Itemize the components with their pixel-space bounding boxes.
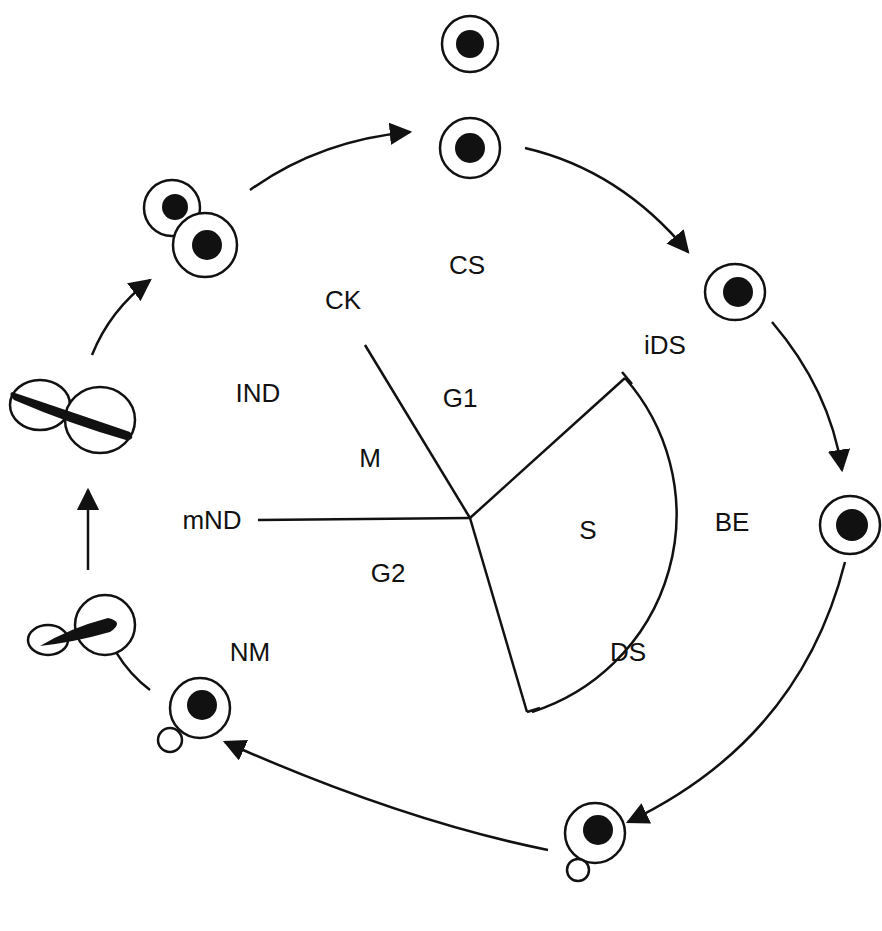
phase-label: CK: [325, 287, 361, 313]
phase-label: iDS: [644, 332, 686, 358]
phase-label: IND: [236, 380, 281, 406]
phase-label: mND: [182, 507, 241, 533]
phase-label: S: [579, 517, 596, 543]
phase-label: G2: [371, 560, 406, 586]
phase-label: DS: [610, 639, 646, 665]
phase-label: NM: [230, 639, 270, 665]
phase-label: BE: [715, 509, 750, 535]
phase-label: M: [359, 445, 381, 471]
phase-label: G1: [443, 385, 478, 411]
phase-label: CS: [449, 252, 485, 278]
